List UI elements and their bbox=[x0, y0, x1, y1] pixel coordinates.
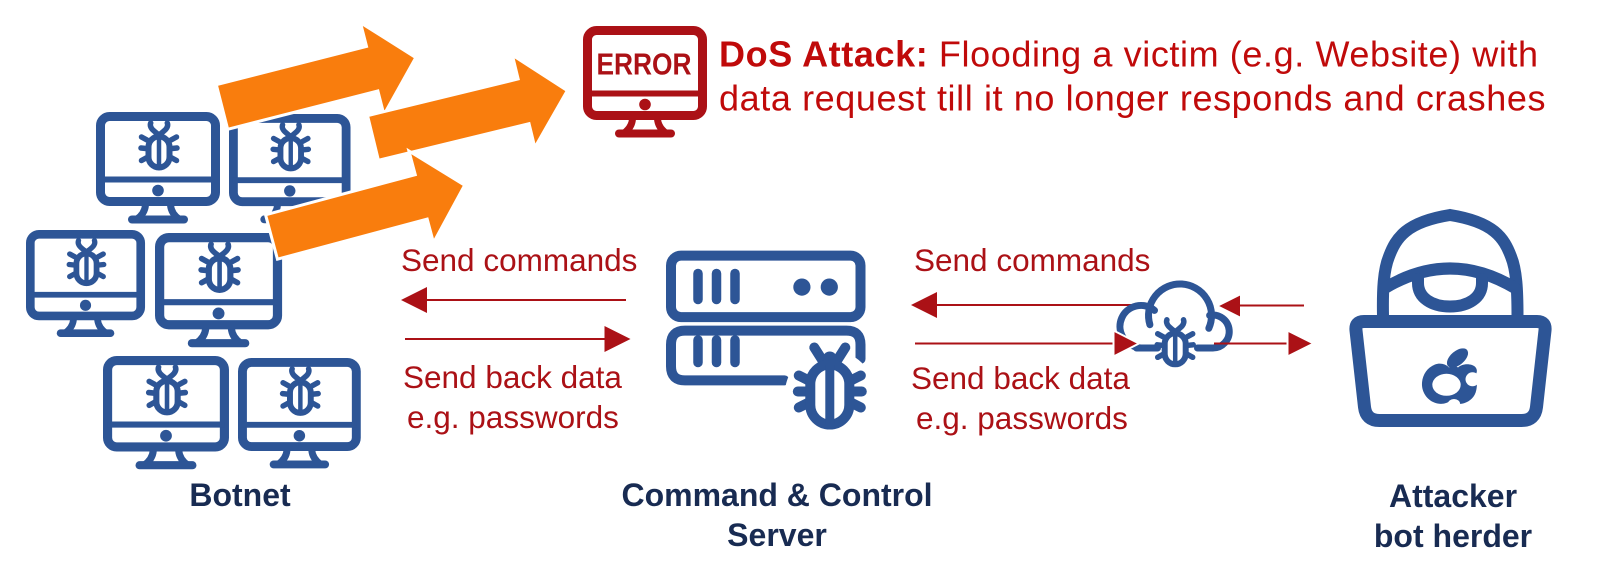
svg-text:bot herder: bot herder bbox=[1374, 518, 1532, 554]
svg-text:DoS Attack: Flooding a victim: DoS Attack: Flooding a victim (e.g. Webs… bbox=[719, 34, 1539, 75]
svg-text:ERROR: ERROR bbox=[597, 47, 692, 82]
svg-text:data request till it no longer: data request till it no longer responds … bbox=[719, 78, 1546, 119]
svg-text:Send back data: Send back data bbox=[403, 359, 622, 395]
svg-text:Send commands: Send commands bbox=[914, 242, 1150, 278]
svg-text:e.g. passwords: e.g. passwords bbox=[916, 400, 1128, 436]
svg-text:Send commands: Send commands bbox=[401, 242, 637, 278]
svg-text:e.g. passwords: e.g. passwords bbox=[407, 399, 619, 435]
svg-text:Send back data: Send back data bbox=[911, 360, 1130, 396]
svg-text:Server: Server bbox=[727, 517, 827, 553]
svg-text:Command & Control: Command & Control bbox=[621, 477, 932, 513]
svg-text:Attacker: Attacker bbox=[1389, 478, 1517, 514]
svg-text:Botnet: Botnet bbox=[189, 477, 291, 513]
